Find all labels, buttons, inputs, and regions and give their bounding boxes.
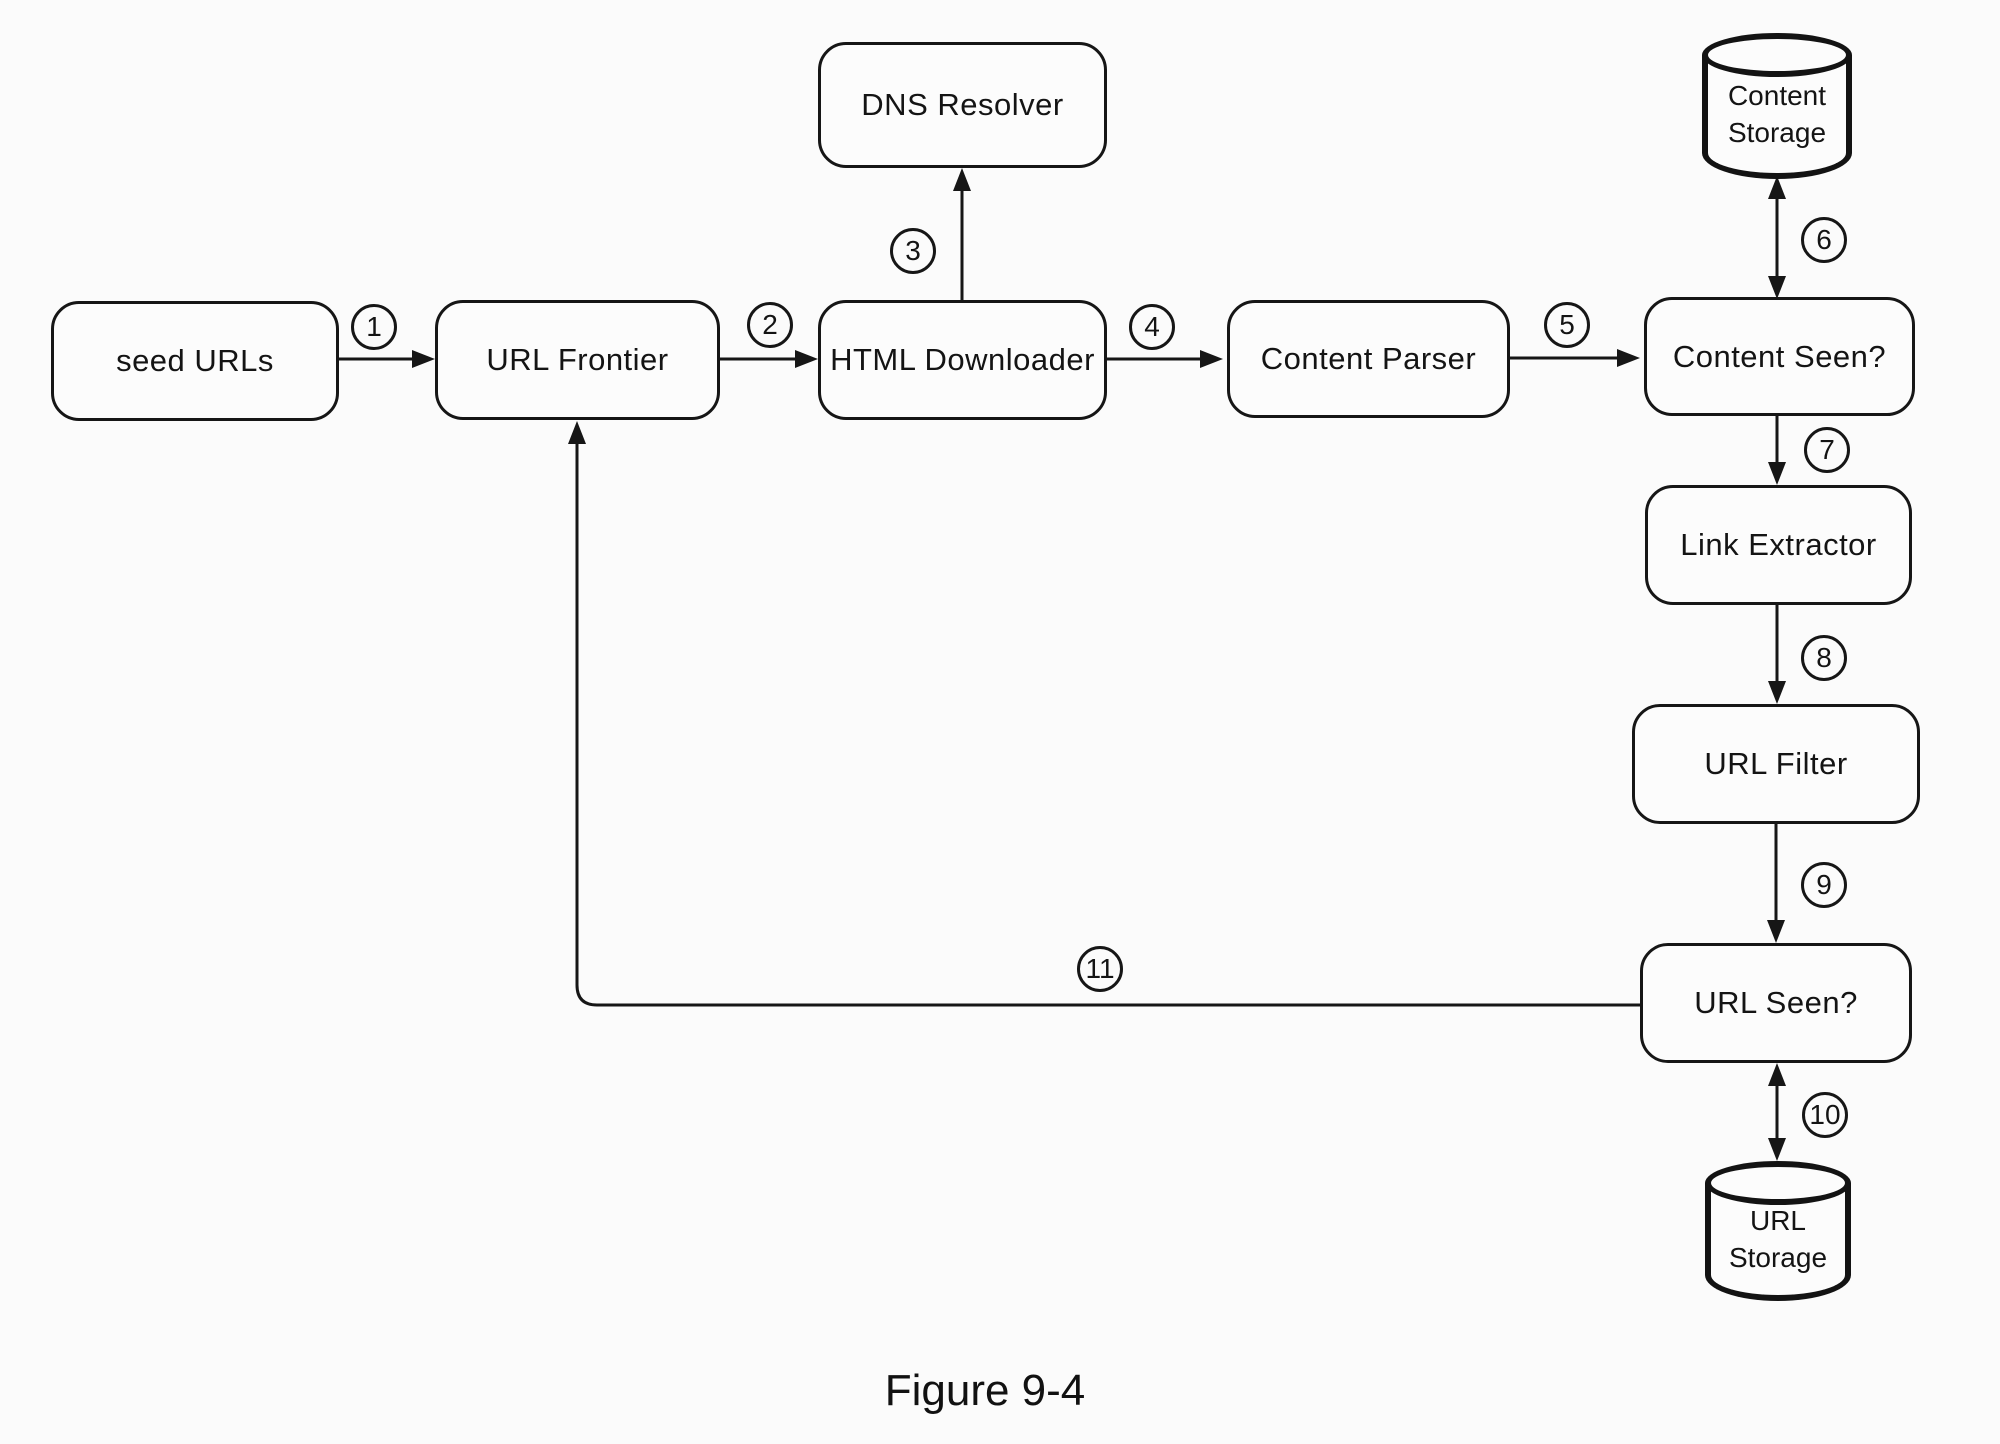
- content-storage-label-line1: Content: [1727, 80, 1827, 112]
- step-number: 6: [1816, 224, 1832, 255]
- step-number: 5: [1559, 309, 1575, 340]
- arrow-contentseen-contentstorage: [1768, 176, 1786, 299]
- url-storage-label-line2: Storage: [1728, 1242, 1828, 1273]
- figure-caption: Figure 9-4: [884, 1366, 1086, 1415]
- node-html-downloader: HTML Downloader: [818, 300, 1107, 420]
- step-badge-5: 5: [1544, 302, 1590, 348]
- arrow-extractor-to-filter: [1768, 605, 1786, 704]
- url-storage-label-line1: URL: [1749, 1205, 1806, 1237]
- step-badge-11: 11: [1077, 946, 1123, 992]
- node-dns-resolver-label: DNS Resolver: [861, 87, 1064, 122]
- step-badge-6: 6: [1801, 217, 1847, 263]
- step-badge-9: 9: [1801, 862, 1847, 908]
- step-badge-7: 7: [1804, 427, 1850, 473]
- node-url-frontier-label: URL Frontier: [486, 342, 669, 377]
- arrow-downloader-to-dns: [953, 168, 971, 300]
- arrow-urlseen-urlstorage: [1768, 1063, 1786, 1161]
- step-badge-8: 8: [1801, 635, 1847, 681]
- datastore-url-storage: URL Storage: [1705, 1161, 1851, 1301]
- arrow-frontier-to-downloader: [720, 350, 818, 368]
- step-badge-4: 4: [1129, 304, 1175, 350]
- step-badge-1: 1: [351, 304, 397, 350]
- node-html-downloader-label: HTML Downloader: [830, 342, 1095, 377]
- node-content-parser: Content Parser: [1227, 300, 1510, 418]
- cylinder-top-ellipse: [1702, 33, 1852, 77]
- node-seed-urls: seed URLs: [51, 301, 339, 421]
- step-number: 7: [1819, 434, 1835, 465]
- step-badge-2: 2: [747, 302, 793, 348]
- arrow-downloader-to-parser: [1107, 350, 1223, 368]
- node-link-extractor-label: Link Extractor: [1680, 527, 1877, 562]
- datastore-content-storage: Content Storage: [1702, 33, 1852, 179]
- node-seed-urls-label: seed URLs: [116, 343, 274, 378]
- step-number: 1: [366, 311, 382, 342]
- arrow-seed-to-frontier: [339, 350, 435, 368]
- arrow-parser-to-contentseen: [1510, 349, 1640, 367]
- node-url-seen: URL Seen?: [1640, 943, 1912, 1063]
- arrow-filter-to-urlseen: [1767, 824, 1785, 943]
- arrow-urlseen-to-frontier: [568, 421, 1640, 1007]
- arrow-contentseen-to-extractor: [1768, 416, 1786, 485]
- step-number: 3: [905, 235, 921, 266]
- step-number: 11: [1085, 953, 1115, 984]
- node-url-seen-label: URL Seen?: [1694, 985, 1858, 1020]
- step-number: 8: [1816, 642, 1832, 673]
- step-badge-3: 3: [890, 228, 936, 274]
- node-content-parser-label: Content Parser: [1260, 341, 1477, 376]
- node-content-seen: Content Seen?: [1644, 297, 1915, 416]
- node-url-frontier: URL Frontier: [435, 300, 720, 420]
- step-number: 9: [1816, 869, 1832, 900]
- step-number: 2: [762, 309, 778, 340]
- node-content-seen-label: Content Seen?: [1672, 338, 1887, 374]
- cylinder-top-ellipse: [1705, 1161, 1851, 1205]
- step-badge-10: 10: [1802, 1092, 1848, 1138]
- node-url-filter: URL Filter: [1632, 704, 1920, 824]
- step-number: 10: [1809, 1099, 1841, 1130]
- content-storage-label-line2: Storage: [1727, 117, 1827, 148]
- node-link-extractor: Link Extractor: [1645, 485, 1912, 605]
- node-dns-resolver: DNS Resolver: [818, 42, 1107, 168]
- node-url-filter-label: URL Filter: [1704, 746, 1848, 781]
- step-number: 4: [1144, 311, 1160, 342]
